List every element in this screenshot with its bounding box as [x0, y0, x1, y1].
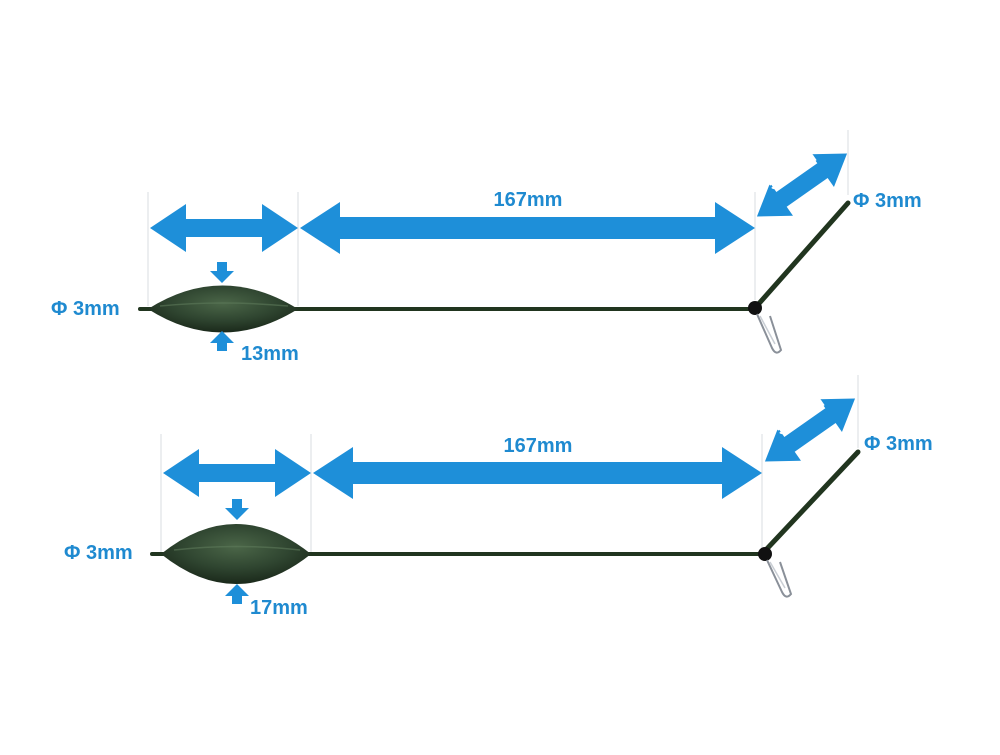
rig-2: 59mm 167mm 59mm 17mm Φ 3mm Φ 3mm — [64, 375, 933, 619]
snap-clip — [756, 313, 783, 354]
rig-1: 59mm 167mm 59mm 13mm Φ 3mm Φ 3mm — [51, 130, 922, 365]
stem-length-arrow — [313, 447, 762, 499]
stem-length-arrow — [300, 202, 755, 254]
body-diameter-label: 13mm — [241, 343, 299, 365]
float-highlight — [159, 302, 289, 307]
snap-clip — [766, 559, 793, 598]
stem-length-label: 167mm — [504, 435, 573, 457]
float-length-label: 59mm — [210, 441, 265, 462]
angled-arm — [752, 200, 851, 311]
body-diameter-arrow-bottom — [225, 584, 249, 604]
float-body — [161, 524, 311, 584]
arm-length-arrow — [756, 153, 848, 217]
body-diameter-arrow-bottom — [210, 331, 234, 351]
angled-arm — [759, 449, 861, 557]
float-length-label: 59mm — [197, 196, 252, 217]
end-diameter-label: Φ 3mm — [853, 190, 922, 212]
float-length-arrow — [163, 449, 311, 497]
tip-diameter-label: Φ 3mm — [51, 298, 120, 320]
float-body — [148, 285, 298, 333]
arm-length-arrow — [764, 398, 856, 462]
float-highlight — [173, 545, 301, 551]
body-diameter-label: 17mm — [250, 597, 308, 619]
body-diameter-arrow-top — [210, 262, 234, 283]
arm-length-arrow-group: 59mm — [756, 146, 848, 217]
tip-diameter-label: Φ 3mm — [64, 542, 133, 564]
swivel-joint — [758, 547, 772, 561]
float-length-arrow — [150, 204, 298, 252]
swivel-joint — [748, 301, 762, 315]
stem-length-label: 167mm — [494, 189, 563, 211]
end-diameter-label: Φ 3mm — [864, 433, 933, 455]
body-diameter-arrow-top — [225, 499, 249, 520]
